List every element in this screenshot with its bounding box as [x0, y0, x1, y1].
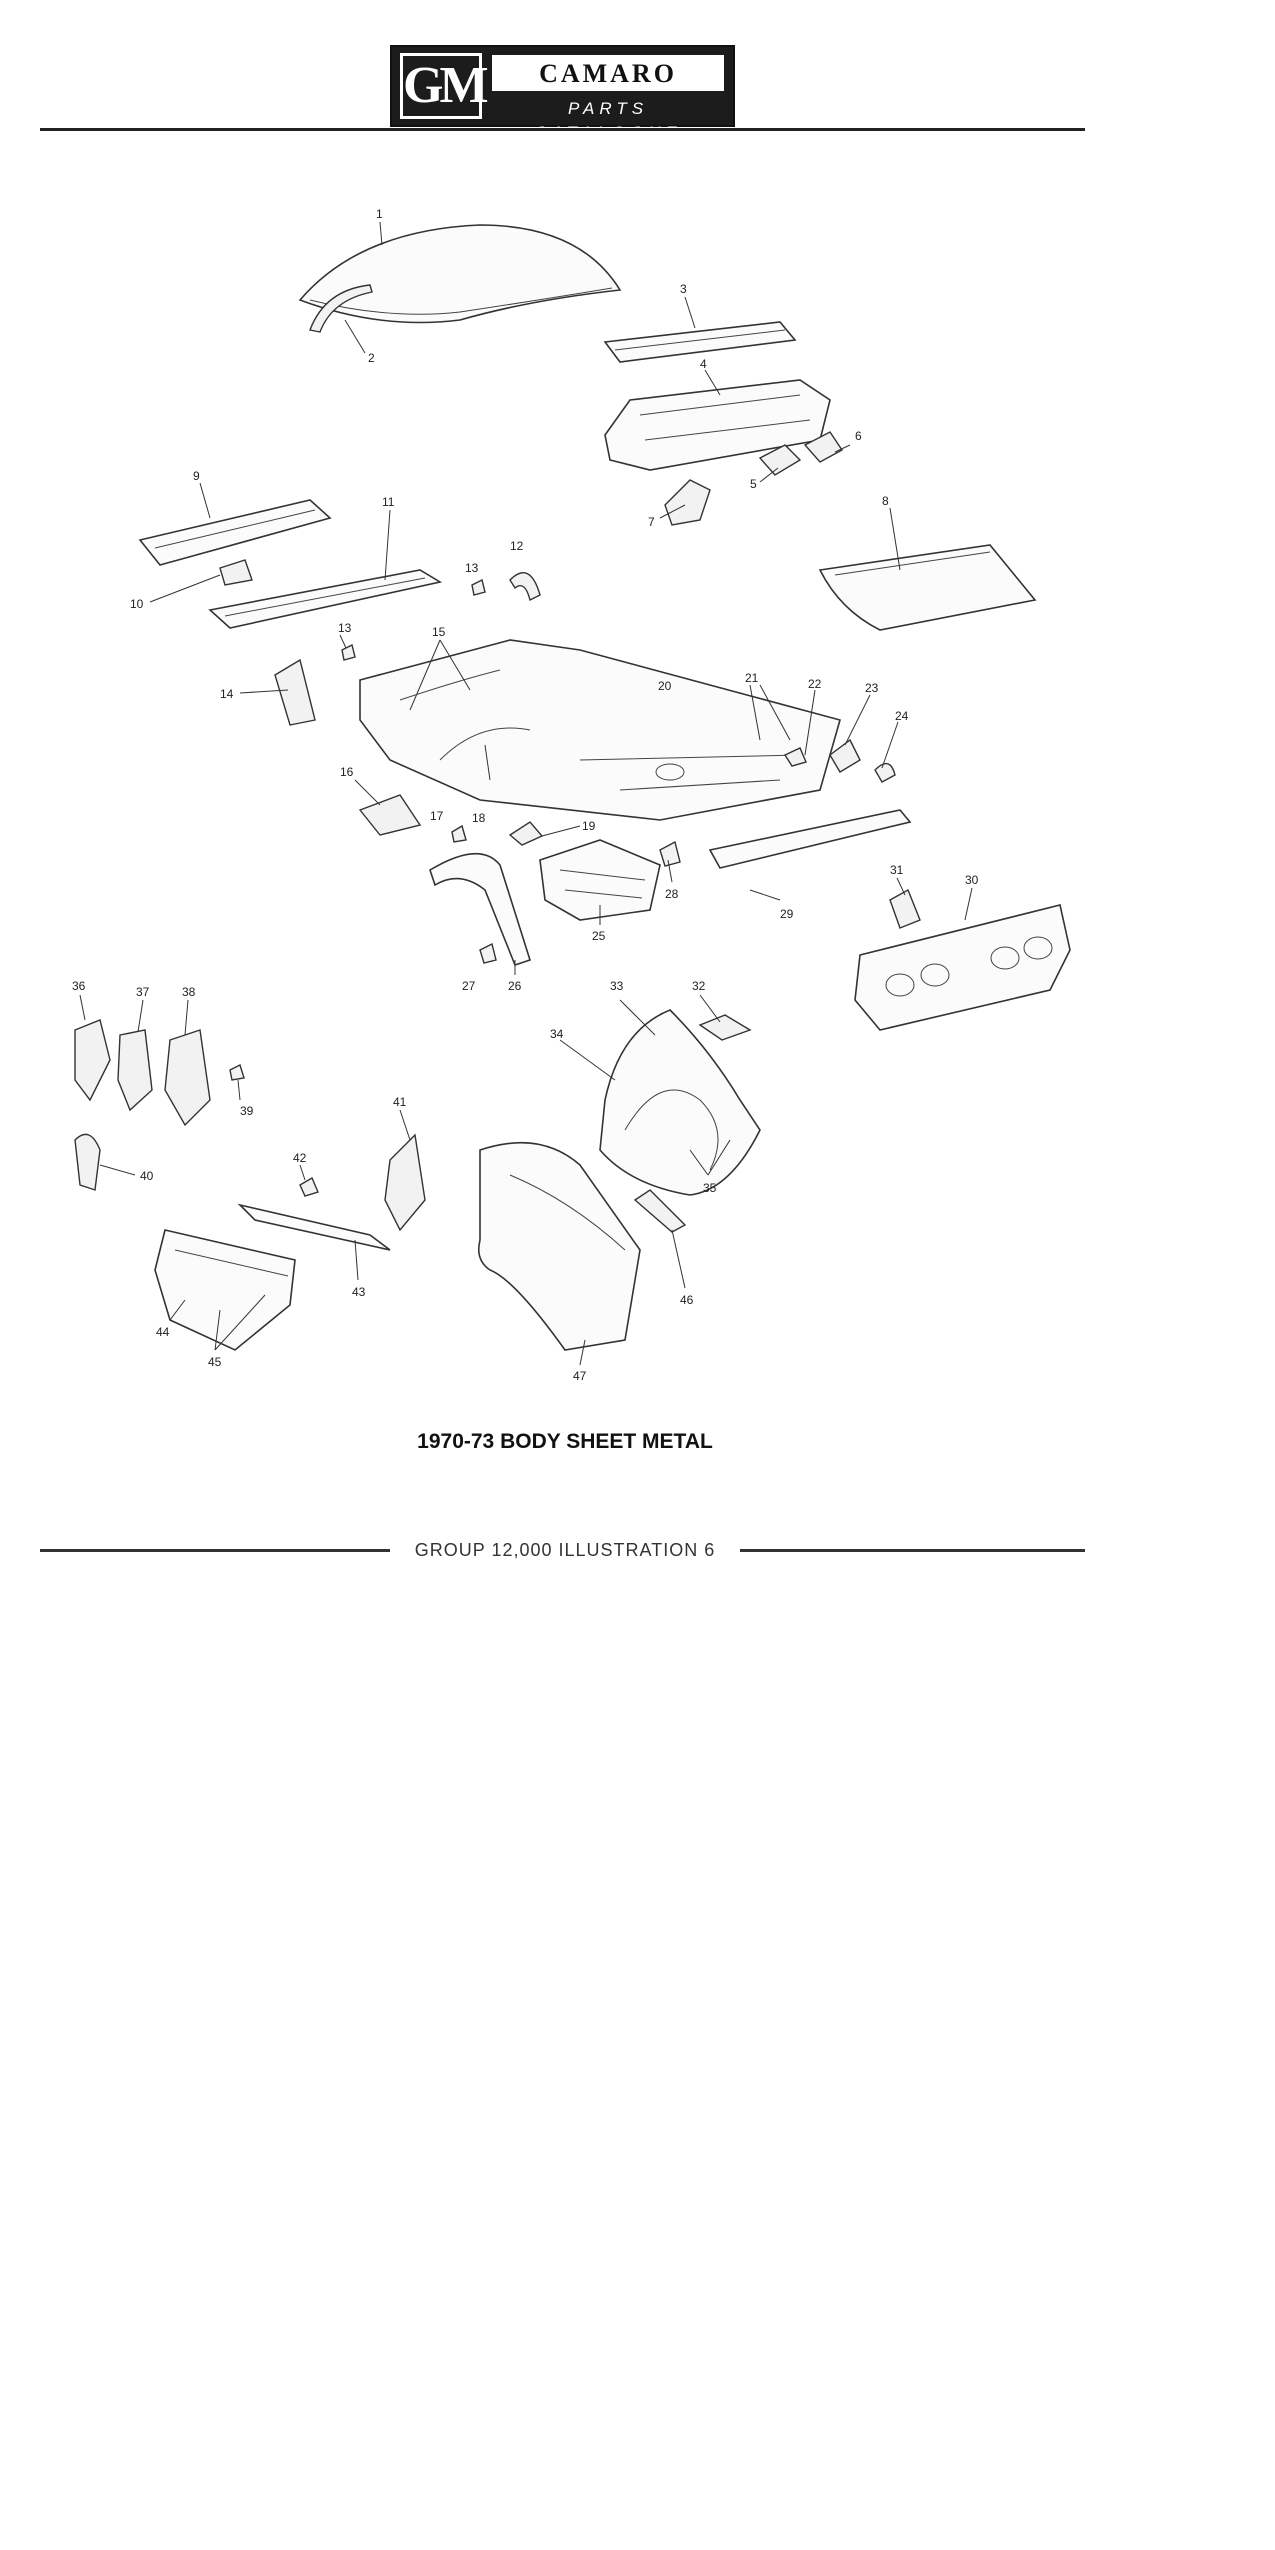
callout-24: 24 [895, 709, 909, 723]
callout-32: 32 [692, 979, 706, 993]
footer-rule-right [740, 1549, 1085, 1552]
callout-34: 34 [550, 1027, 564, 1041]
part-side-rail-upper [138, 499, 332, 566]
callout-28: 28 [665, 887, 679, 901]
part-rear-crossmember [659, 809, 912, 869]
part-rear-rail [429, 852, 531, 966]
callout-2: 2 [368, 351, 375, 365]
gm-camaro-logo: GM CAMARO PARTS CATALOGUE [390, 45, 735, 142]
exploded-parts-diagram: 1 2 3 4 5 6 7 8 9 10 11 12 13 13 14 15 1… [72, 207, 1071, 1383]
callout-39: 39 [240, 1104, 254, 1118]
callout-29: 29 [780, 907, 794, 921]
catalogue-subtitle: PARTS CATALOGUE [534, 99, 682, 142]
callout-6: 6 [855, 429, 862, 443]
callout-37: 37 [136, 985, 150, 999]
part-inner-fender-bracket [698, 1014, 752, 1041]
callout-4: 4 [700, 357, 707, 371]
callout-41: 41 [393, 1095, 407, 1109]
callout-43: 43 [352, 1285, 366, 1299]
part-rear-floor-panel [539, 839, 661, 921]
part-door [154, 1229, 296, 1351]
callout-leaders [79, 221, 973, 1366]
callout-11: 11 [382, 495, 395, 509]
gm-logo-mark: GM [400, 53, 489, 119]
callout-16: 16 [340, 765, 354, 779]
part-rear-brackets [783, 738, 896, 783]
callout-17: 17 [430, 809, 444, 823]
callout-19: 19 [582, 819, 596, 833]
part-hood [818, 544, 1037, 631]
callout-3: 3 [680, 282, 687, 296]
callout-numbers: 1 2 3 4 5 6 7 8 9 10 11 12 13 13 14 15 1… [72, 207, 979, 1383]
callout-12: 12 [510, 539, 524, 553]
callout-22: 22 [808, 677, 822, 691]
callout-5: 5 [750, 477, 757, 491]
callout-23: 23 [865, 681, 879, 695]
callout-8: 8 [882, 494, 889, 508]
footer-rule-left [40, 1549, 390, 1552]
part-floor-bracket-side [358, 794, 422, 836]
callout-21: 21 [745, 671, 759, 685]
callout-27: 27 [462, 979, 476, 993]
part-windshield-header [603, 321, 797, 363]
part-roof-panel [298, 224, 622, 324]
part-front-fender [477, 1141, 641, 1351]
callout-44: 44 [156, 1325, 170, 1339]
callout-38: 38 [182, 985, 196, 999]
catalog-header: GM CAMARO PARTS CATALOGUE [0, 0, 1275, 142]
part-cowl-dash [604, 379, 831, 471]
callout-35: 35 [703, 1181, 717, 1195]
callout-15: 15 [432, 625, 446, 639]
part-floor-bracket-front [274, 658, 316, 726]
illustration-caption: 1970-73 BODY SHEET METAL [417, 1430, 713, 1453]
callout-13a: 13 [465, 561, 479, 575]
callout-40: 40 [140, 1169, 154, 1183]
model-title: CAMARO [492, 55, 724, 91]
callout-47: 47 [573, 1369, 587, 1383]
part-rail-bracket [219, 559, 253, 586]
callout-20: 20 [658, 679, 672, 693]
callout-26: 26 [508, 979, 522, 993]
part-fender-support [384, 1133, 426, 1232]
callout-7: 7 [648, 515, 655, 529]
callout-18: 18 [472, 811, 486, 825]
part-roof-rail [309, 284, 373, 333]
part-fender-bracket [633, 1189, 687, 1233]
callout-9: 9 [193, 469, 200, 483]
part-dash-bracket [664, 479, 711, 526]
part-rocker-panel [237, 1176, 391, 1251]
callout-46: 46 [680, 1293, 694, 1307]
callout-45: 45 [208, 1355, 222, 1369]
callout-1: 1 [376, 207, 383, 221]
callout-33: 33 [610, 979, 624, 993]
part-floor-pan [359, 639, 841, 821]
part-rear-end-panel [854, 889, 1071, 1031]
part-seat-brackets [451, 821, 544, 846]
part-cowl-brackets [758, 431, 844, 476]
footer-label: GROUP 12,000 ILLUSTRATION 6 [414, 1540, 716, 1560]
page-footer: GROUP 12,000 ILLUSTRATION 6 [40, 1535, 1085, 1565]
part-small-brackets-upper [341, 572, 541, 661]
callout-25: 25 [592, 929, 606, 943]
part-front-pillars [74, 1019, 245, 1191]
callout-36: 36 [72, 979, 86, 993]
header-rule [40, 128, 1085, 131]
callout-31: 31 [890, 863, 904, 877]
callout-30: 30 [965, 873, 979, 887]
callout-42: 42 [293, 1151, 307, 1165]
callout-13b: 13 [338, 621, 352, 635]
part-front-wheelhouse [599, 1009, 761, 1196]
part-rocker-rail [208, 569, 443, 629]
callout-14: 14 [220, 687, 234, 701]
callout-10: 10 [130, 597, 144, 611]
